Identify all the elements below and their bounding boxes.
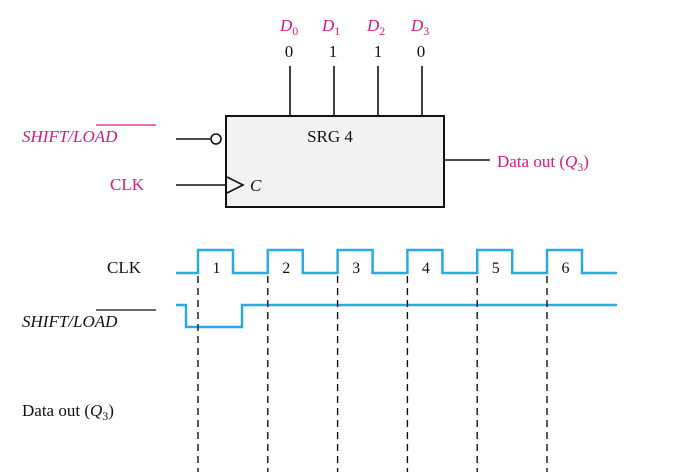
input-d3-value: 0 [417,42,426,61]
pulse-label-3: 3 [352,260,360,277]
parallel-inputs: D0 0 D1 1 D2 1 D3 0 [279,16,429,116]
clk-waveform [176,248,617,275]
clock-input-c: C [250,176,262,195]
pulse-label-1: 1 [213,260,221,277]
timing-data-out-label: Data out (Q3) [22,401,114,423]
pulse-label-2: 2 [282,260,290,277]
input-d2-value: 1 [374,42,383,61]
timing-clk-label: CLK [107,258,142,277]
register-box [225,115,445,208]
shift-load-waveform [176,303,617,329]
data-output: Data out (Q3) [444,152,589,174]
shift-load-label: SHIFT/LOAD [22,127,118,146]
edge-guide-lines [197,276,548,472]
pulse-number-labels: 1 2 3 4 5 6 [213,260,570,277]
register-name: SRG 4 [307,127,353,146]
pulse-label-6: 6 [562,260,570,277]
timing-shift-load-label: SHIFT/LOAD [22,312,118,331]
clk-input: CLK C [110,175,262,195]
input-d0-label: D0 [279,16,298,38]
output-label: Data out (Q3) [497,152,589,174]
shift-load-input: SHIFT/LOAD [22,124,222,146]
register-block: SRG 4 D0 0 D1 1 D2 1 D3 0 SHIFT/LOAD [22,16,589,208]
clk-input-label: CLK [110,175,145,194]
pulse-label-4: 4 [422,260,430,277]
input-d2-label: D2 [366,16,385,38]
pulse-label-5: 5 [492,260,500,277]
input-d3-label: D3 [410,16,429,38]
input-d1-label: D1 [321,16,340,38]
input-d0-value: 0 [285,42,294,61]
timing-diagram: CLK SHIFT/LOAD Data out (Q3) 1 2 3 4 5 6 [22,248,617,472]
clock-edge-icon [226,176,245,194]
input-d1-value: 1 [329,42,338,61]
invert-bubble-icon [210,133,222,145]
